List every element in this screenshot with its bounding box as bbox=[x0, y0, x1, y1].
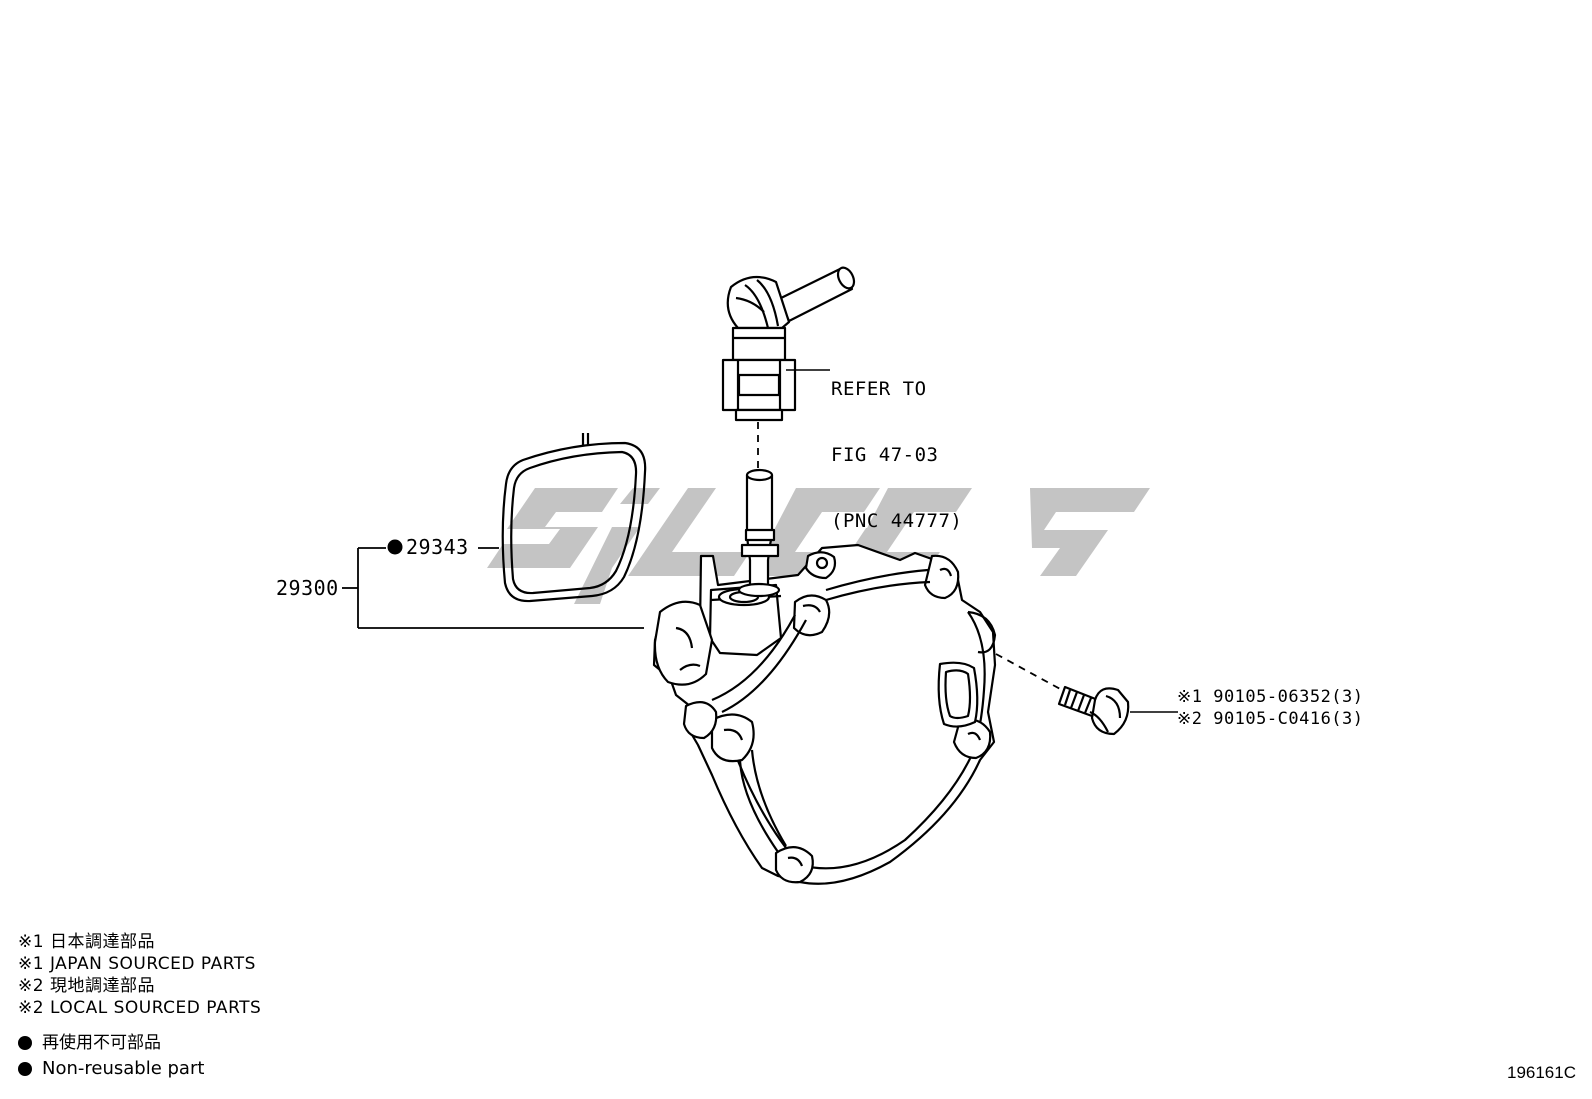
legend-non-reusable-en: Non-reusable part bbox=[42, 1058, 205, 1079]
hose-connector bbox=[721, 266, 856, 422]
non-reusable-mark bbox=[387, 539, 403, 555]
bolt-alignment-dashes bbox=[995, 653, 1063, 691]
legend-bullet-en bbox=[18, 1062, 32, 1076]
part-number-29343[interactable]: 29343 bbox=[406, 535, 469, 559]
vacuum-nipple bbox=[737, 468, 781, 598]
part-number-bolt-local[interactable]: ※2 90105-C0416(3) bbox=[1177, 709, 1364, 729]
refer-note-line3: (PNC 44777) bbox=[831, 510, 963, 532]
legend-non-reusable-jp: 再使用不可部品 bbox=[42, 1033, 161, 1053]
assembly-bracket bbox=[342, 547, 644, 629]
part-number-bolt-japan[interactable]: ※1 90105-06352(3) bbox=[1177, 687, 1364, 707]
figure-id: 196161C bbox=[1506, 1063, 1576, 1082]
bolt bbox=[1057, 685, 1130, 736]
legend-japan-sourced-en: ※1 JAPAN SOURCED PARTS bbox=[18, 954, 256, 974]
legend-local-sourced-jp: ※2 現地調達部品 bbox=[18, 976, 155, 996]
gasket-29343 bbox=[501, 433, 647, 603]
legend-local-sourced-en: ※2 LOCAL SOURCED PARTS bbox=[18, 998, 262, 1018]
legend-japan-sourced-jp: ※1 日本調達部品 bbox=[18, 932, 155, 952]
refer-note-line1: REFER TO bbox=[831, 378, 927, 400]
refer-note-line2: FIG 47-03 bbox=[831, 444, 939, 466]
vacuum-pump bbox=[652, 543, 997, 885]
refer-note: REFER TO FIG 47-03 (PNC 44777) bbox=[831, 334, 962, 554]
part-number-29300[interactable]: 29300 bbox=[276, 576, 339, 600]
legend-bullet-jp bbox=[18, 1036, 32, 1050]
